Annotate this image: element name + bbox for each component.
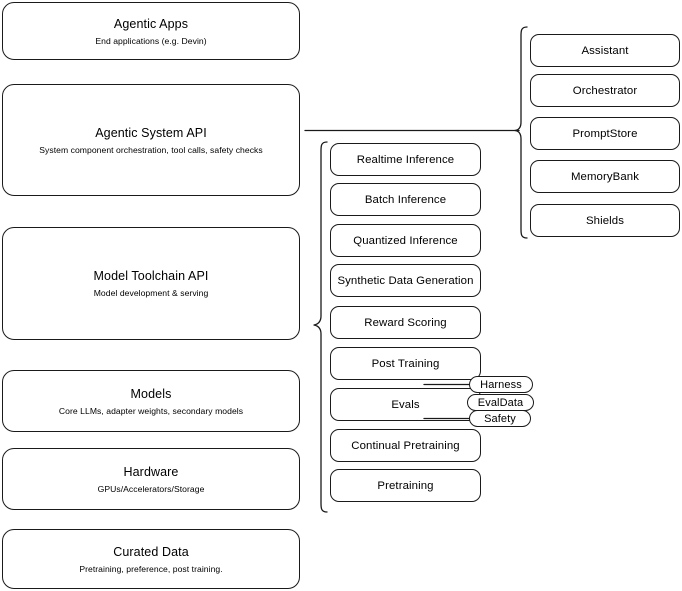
toolchain-item-realtime-inference[interactable]: Realtime Inference xyxy=(330,143,481,176)
system-item-shields[interactable]: Shields xyxy=(530,204,680,237)
layer-title: Agentic Apps xyxy=(113,16,189,31)
item-label: Synthetic Data Generation xyxy=(337,274,474,287)
layer-title: Model Toolchain API xyxy=(93,269,209,283)
eval-tag-label: Safety xyxy=(484,412,516,425)
item-label: Quantized Inference xyxy=(353,234,458,247)
eval-tag-evaldata[interactable]: EvalData xyxy=(467,394,534,411)
layer-hardware[interactable]: Hardware GPUs/Accelerators/Storage xyxy=(2,448,300,510)
item-label: MemoryBank xyxy=(570,170,640,183)
layer-title: Models xyxy=(130,386,172,401)
toolchain-item-pretraining[interactable]: Pretraining xyxy=(330,469,481,502)
system-item-assistant[interactable]: Assistant xyxy=(530,34,680,67)
item-label: Realtime Inference xyxy=(356,153,455,166)
toolchain-item-quantized-inference[interactable]: Quantized Inference xyxy=(330,224,481,257)
brace-system-components xyxy=(514,26,528,239)
toolchain-item-synthetic-data-generation[interactable]: Synthetic Data Generation xyxy=(330,264,481,297)
layer-agentic-apps[interactable]: Agentic Apps End applications (e.g. Devi… xyxy=(2,2,300,60)
eval-tag-safety[interactable]: Safety xyxy=(469,410,531,427)
eval-tag-harness[interactable]: Harness xyxy=(469,376,533,393)
toolchain-item-post-training[interactable]: Post Training xyxy=(330,347,481,380)
layer-subtitle: Model development & serving xyxy=(93,288,209,298)
toolchain-item-batch-inference[interactable]: Batch Inference xyxy=(330,183,481,216)
item-label: Pretraining xyxy=(377,479,434,492)
layer-subtitle: Core LLMs, adapter weights, secondary mo… xyxy=(58,405,244,416)
item-label: Batch Inference xyxy=(364,193,447,206)
eval-tag-label: Harness xyxy=(480,378,522,391)
layer-agentic-system-api[interactable]: Agentic System API System component orch… xyxy=(2,84,300,196)
item-label: Post Training xyxy=(371,357,440,370)
item-label: Continual Pretraining xyxy=(351,439,460,452)
layer-model-toolchain-api[interactable]: Model Toolchain API Model development & … xyxy=(2,227,300,340)
toolchain-item-continual-pretraining[interactable]: Continual Pretraining xyxy=(330,429,481,462)
brace-toolchain-capabilities xyxy=(313,141,328,513)
system-item-orchestrator[interactable]: Orchestrator xyxy=(530,74,680,107)
item-label: Shields xyxy=(585,214,625,227)
item-label: PromptStore xyxy=(572,127,638,140)
system-item-memorybank[interactable]: MemoryBank xyxy=(530,160,680,193)
toolchain-item-reward-scoring[interactable]: Reward Scoring xyxy=(330,306,481,339)
layer-subtitle: Pretraining, preference, post training. xyxy=(79,563,223,574)
layer-title: Curated Data xyxy=(113,544,189,559)
eval-tag-label: EvalData xyxy=(477,396,524,409)
item-label: Assistant xyxy=(581,44,629,57)
item-label: Reward Scoring xyxy=(364,316,447,329)
layer-subtitle: GPUs/Accelerators/Storage xyxy=(97,483,205,494)
layer-title: Agentic System API xyxy=(95,125,207,140)
layer-subtitle: End applications (e.g. Devin) xyxy=(95,35,207,46)
toolchain-item-evals[interactable]: Evals xyxy=(330,388,481,421)
system-item-promptstore[interactable]: PromptStore xyxy=(530,117,680,150)
item-label: Orchestrator xyxy=(572,84,638,97)
layer-curated-data[interactable]: Curated Data Pretraining, preference, po… xyxy=(2,529,300,589)
layer-subtitle: System component orchestration, tool cal… xyxy=(39,144,263,155)
layer-title: Hardware xyxy=(123,464,179,479)
item-label: Evals xyxy=(391,398,420,411)
layer-models[interactable]: Models Core LLMs, adapter weights, secon… xyxy=(2,370,300,432)
